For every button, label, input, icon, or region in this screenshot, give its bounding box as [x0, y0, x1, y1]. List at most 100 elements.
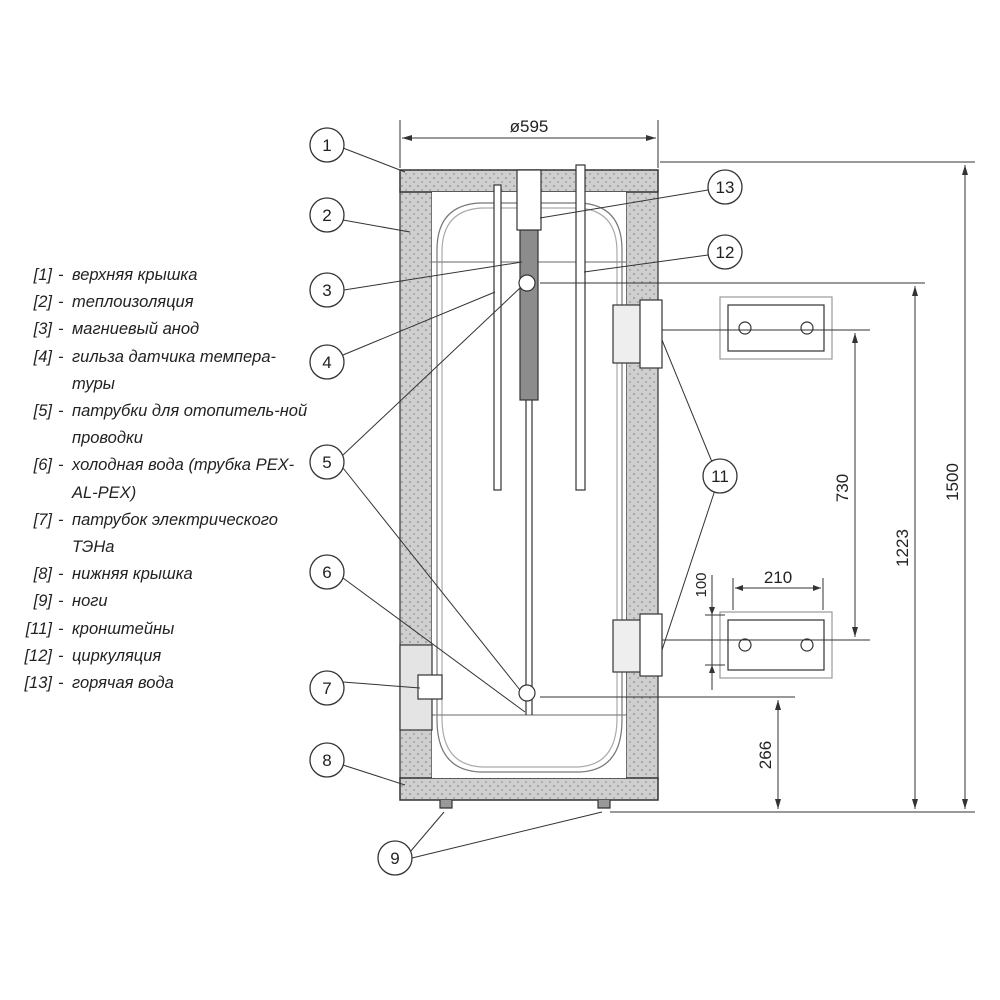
callout-circle — [707, 234, 743, 270]
insulation-right — [625, 189, 659, 781]
callout-circle — [309, 444, 345, 480]
legend-number: [5] — [33, 402, 52, 421]
legend-text: патрубок электрического ТЭНа — [72, 510, 278, 557]
callout-8: 8 — [309, 742, 345, 778]
legend-number: [3] — [33, 320, 52, 339]
legend-item: [11]-кронштейны — [14, 616, 314, 643]
callout-label: 8 — [322, 751, 331, 770]
legend-dash: - — [58, 293, 64, 312]
callout-label: 9 — [390, 849, 399, 868]
legend-dash: - — [58, 402, 64, 421]
legend-text: холодная вода (трубка PEX-AL-PEX) — [72, 456, 295, 502]
callout-3: 3 — [309, 272, 345, 308]
legend-number: [1] — [33, 266, 52, 284]
callout-11: 11 — [702, 458, 738, 494]
bracket-detail-top — [719, 296, 833, 360]
callout-12: 12 — [707, 234, 743, 270]
dim-730: 730 — [833, 474, 852, 502]
legend-number: [8] — [33, 565, 52, 584]
legend-text: гильза датчика темпера-туры — [72, 347, 277, 393]
legend-text: циркуляция — [72, 646, 162, 665]
legend-text: магниевый анод — [72, 320, 200, 339]
legend-text: ноги — [72, 592, 108, 611]
legend-dash: - — [58, 674, 64, 693]
dim-1223: 1223 — [893, 529, 912, 567]
callout-2: 2 — [309, 197, 345, 233]
callout-5: 5 — [309, 444, 345, 480]
callout-label: 2 — [322, 206, 331, 225]
legend-number: [13] — [24, 674, 52, 693]
dim-1500: 1500 — [943, 463, 962, 501]
callout-circle — [707, 169, 743, 205]
dim-266: 266 — [756, 741, 775, 769]
legend-item: [1]-верхняя крышка — [14, 262, 314, 289]
dim-100: 100 — [693, 572, 710, 597]
callout-circle — [309, 272, 345, 308]
legend-dash: - — [58, 320, 64, 339]
legend-item: [7]-патрубок электрического ТЭНа — [14, 507, 314, 561]
inner-vessel — [436, 202, 623, 773]
callout-label: 11 — [711, 467, 729, 486]
legend-item: [5]-патрубки для отопитель-ной проводки — [14, 398, 314, 452]
legend: [1]-верхняя крышка[2]-теплоизоляция[3]-м… — [14, 262, 314, 697]
legend-dash: - — [58, 266, 64, 284]
foot-right — [597, 800, 611, 809]
legend-number: [9] — [33, 592, 52, 611]
legend-number: [11] — [25, 619, 52, 638]
callout-circle — [309, 344, 345, 380]
callout-circle — [309, 742, 345, 778]
callout-4: 4 — [309, 344, 345, 380]
legend-text: патрубки для отопитель-ной проводки — [72, 402, 308, 448]
dim-210: 210 — [764, 568, 792, 587]
magnesium-anode — [519, 229, 539, 401]
callout-circle — [309, 554, 345, 590]
legend-item: [9]-ноги — [14, 588, 314, 615]
callout-label: 1 — [322, 136, 331, 155]
callout-9: 9 — [377, 840, 413, 876]
legend-text: нижняя крышка — [72, 565, 193, 584]
callout-13: 13 — [707, 169, 743, 205]
legend-item: [2]-теплоизоляция — [14, 289, 314, 316]
callout-circle — [702, 458, 738, 494]
legend-item: [4]-гильза датчика темпера-туры — [14, 344, 314, 398]
legend-number: [6] — [33, 456, 52, 475]
legend-number: [12] — [24, 646, 52, 665]
callout-7: 7 — [309, 670, 345, 706]
heating-nozzle-top — [518, 274, 536, 292]
bracket-detail-bottom — [719, 611, 833, 679]
callout-circle — [309, 670, 345, 706]
callout-label: 7 — [322, 679, 331, 698]
callout-6: 6 — [309, 554, 345, 590]
legend-dash: - — [58, 619, 64, 638]
callout-label: 3 — [322, 281, 331, 300]
legend-item: [6]-холодная вода (трубка PEX-AL-PEX) — [14, 452, 314, 506]
legend-text: горячая вода — [72, 674, 174, 693]
heating-nozzle-bottom — [518, 684, 536, 702]
callout-1: 1 — [309, 127, 345, 163]
legend-text: теплоизоляция — [72, 293, 194, 312]
legend-dash: - — [58, 592, 64, 611]
legend-dash: - — [58, 456, 64, 475]
legend-text: кронштейны — [72, 619, 175, 638]
callout-label: 5 — [322, 453, 331, 472]
legend-dash: - — [58, 565, 64, 584]
legend-dash: - — [58, 646, 64, 665]
callout-circle — [309, 197, 345, 233]
legend-item: [3]-магниевый анод — [14, 316, 314, 343]
legend-number: [2] — [33, 293, 52, 312]
legend-item: [12]-циркуляция — [14, 643, 314, 670]
legend-number: [7] — [33, 510, 52, 529]
legend-text: верхняя крышка — [72, 266, 198, 284]
callout-label: 12 — [716, 243, 735, 262]
callout-label: 4 — [322, 353, 331, 372]
callout-label: 6 — [322, 563, 331, 582]
callout-label: 13 — [716, 178, 735, 197]
callout-circle — [377, 840, 413, 876]
bottom-cover — [399, 777, 659, 801]
dim-diameter: ø595 — [510, 117, 549, 136]
legend-number: [4] — [33, 347, 52, 366]
circulation-pipe — [575, 164, 586, 491]
sensor-sleeve — [493, 184, 502, 491]
legend-dash: - — [58, 510, 64, 529]
